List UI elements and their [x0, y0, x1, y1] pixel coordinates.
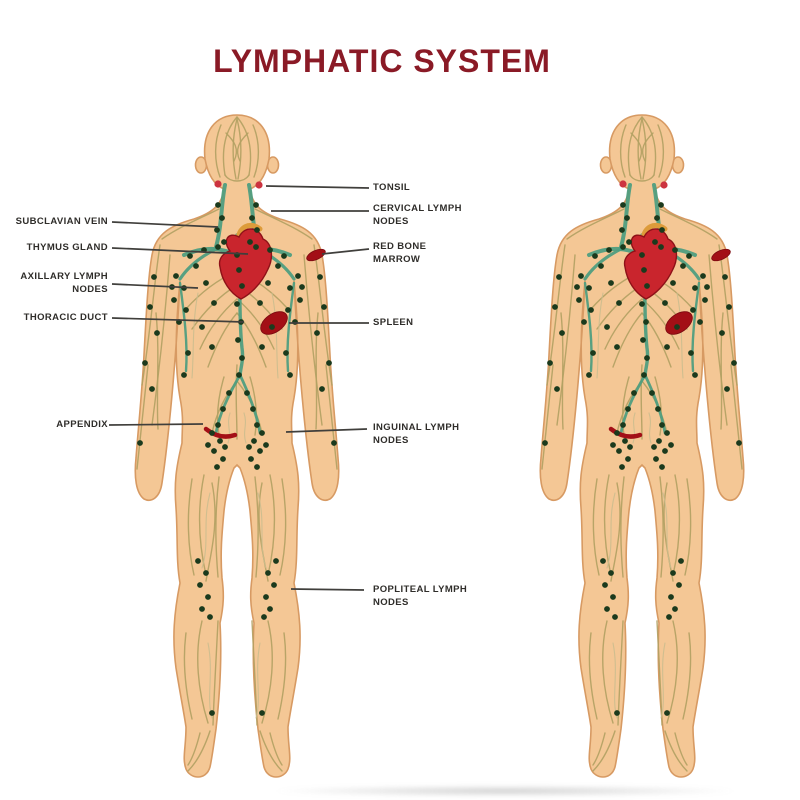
posterior-figure-svg	[527, 113, 753, 783]
anterior-figure	[122, 113, 348, 783]
floor-shadow	[270, 785, 740, 797]
label-inguinal-lymph-nodes: INGUINAL LYMPH NODES	[373, 422, 460, 446]
label-subclavian-vein: SUBCLAVIAN VEIN	[15, 216, 108, 227]
page-title: LYMPHATIC SYSTEM	[213, 43, 551, 80]
label-thymus-gland: THYMUS GLAND	[26, 242, 108, 253]
label-popliteal-lymph-nodes: POPLITEAL LYMPH NODES	[373, 584, 468, 608]
label-appendix: APPENDIX	[56, 419, 108, 430]
label-tonsil: TONSIL	[373, 182, 411, 193]
posterior-figure	[527, 113, 753, 783]
label-cervical-lymph-nodes: CERVICAL LYMPH NODES	[373, 203, 462, 227]
label-thoracic-duct: THORACIC DUCT	[23, 312, 108, 323]
label-spleen: SPLEEN	[373, 317, 414, 328]
anterior-figure-svg	[122, 113, 348, 783]
label-red-bone-marrow: RED BONE MARROW	[373, 241, 427, 265]
label-axillary-lymph-nodes: AXILLARY LYMPH NODES	[20, 271, 108, 295]
